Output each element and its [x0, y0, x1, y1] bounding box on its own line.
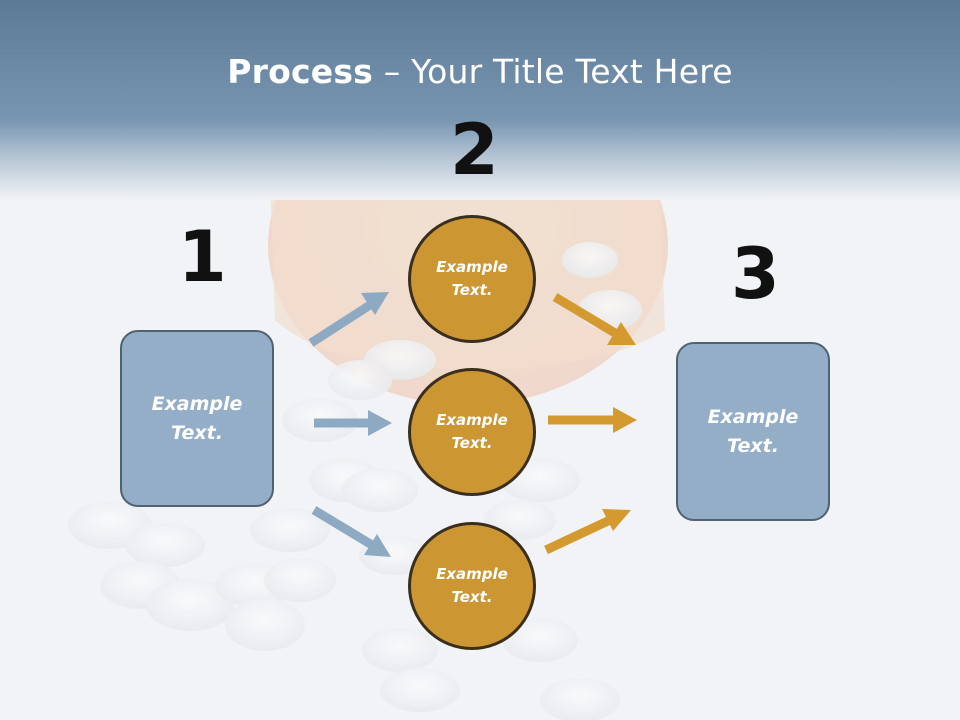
scattered-pills-graphic: [68, 242, 642, 720]
circle-top-label: Example Text.: [436, 258, 508, 299]
arrow-1-to-top: [308, 292, 389, 347]
arrow-bottom-to-3: [544, 509, 631, 555]
arrow-middle-to-3: [548, 407, 637, 433]
circle-bottom-label: Example Text.: [436, 565, 508, 606]
step-3-box: Example Text.: [676, 342, 830, 521]
arrow-top-to-3: [552, 293, 636, 345]
title-rest: – Your Title Text Here: [373, 52, 733, 91]
arrow-1-to-middle: [314, 410, 392, 436]
step-2-circle-bottom: Example Text.: [408, 522, 536, 650]
circle-middle-label: Example Text.: [436, 411, 508, 452]
page-title: Process – Your Title Text Here: [0, 52, 960, 91]
step-3-label: Example Text.: [707, 405, 799, 457]
title-bold: Process: [227, 52, 374, 91]
step-1-label: Example Text.: [151, 392, 243, 444]
step-1-box: Example Text.: [120, 330, 274, 507]
step-number-2: 2: [450, 109, 499, 191]
step-2-circle-middle: Example Text.: [408, 368, 536, 496]
step-number-1: 1: [178, 216, 227, 298]
step-number-3: 3: [731, 233, 780, 315]
step-2-circle-top: Example Text.: [408, 215, 536, 343]
arrow-1-to-bottom: [311, 506, 391, 557]
